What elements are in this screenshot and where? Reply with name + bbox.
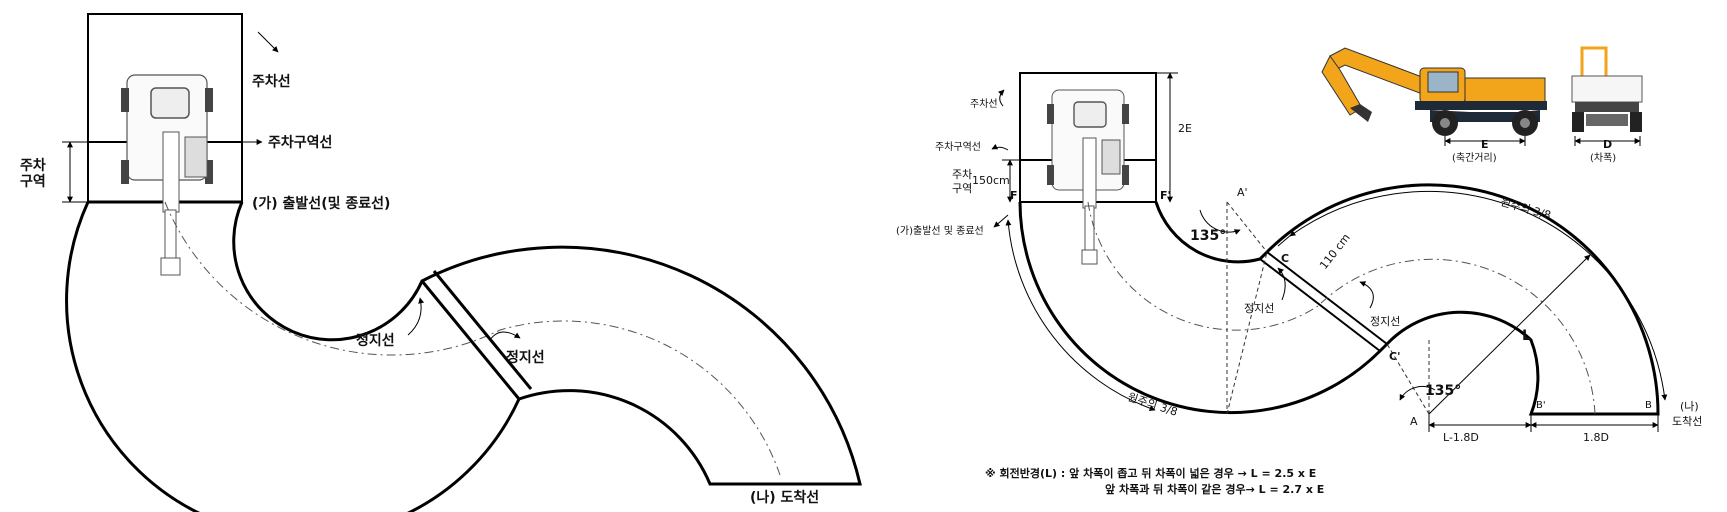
right-point-f-prime: F' (1160, 189, 1171, 202)
left-stop-line-label-2: 정지선 (506, 349, 545, 366)
right-radius-label: L (1522, 328, 1531, 344)
right-stop-line-label-2: 정지선 (1370, 315, 1400, 328)
right-stop-arrow-2 (1359, 281, 1374, 309)
left-course-diagram: 주차선 주차구역선 주차 구역 (가) 출발선(및 종료선) 정지선 정지선 (… (20, 13, 862, 512)
right-dim-1-8d-label: 1.8D (1583, 431, 1609, 444)
right-point-b: B (1645, 400, 1652, 411)
right-point-a: A (1410, 415, 1418, 428)
right-arc-upper-label: 원주의 3/8 (1499, 195, 1552, 222)
right-angle-bottom-label: 135° (1425, 383, 1461, 399)
right-gap-width-label: 110 cm (1317, 231, 1353, 272)
track-width-letter: D (1603, 138, 1612, 151)
right-arc-lower-dimension (1005, 219, 1156, 412)
right-angle-top-arc (1199, 209, 1241, 235)
right-finish-line-label-2: 도착선 (1672, 415, 1702, 428)
left-stop-line-label-1: 정지선 (356, 332, 395, 349)
right-stop-line-label-1: 정지선 (1244, 302, 1274, 315)
right-course-track (1018, 183, 1660, 416)
right-parking-line-label: 주차선 (970, 98, 998, 110)
right-excavator-topview (1047, 89, 1129, 265)
turning-radius-note-2: 앞 차폭과 뒤 차폭이 같은 경우→ L = 2.7 x E (1105, 482, 1324, 496)
left-stop-arrow-2 (489, 331, 521, 341)
right-point-c: C (1281, 252, 1289, 265)
right-start-line-label: (가)출발선 및 종료선 (896, 225, 984, 237)
left-excavator-topview (121, 74, 213, 276)
turning-radius-note-1: ※ 회전반경(L) : 앞 차폭이 좁고 뒤 차폭이 넓은 경우 → L = 2… (985, 466, 1316, 480)
left-stop-line-b (432, 270, 533, 390)
left-center-dashline (164, 201, 781, 476)
axle-distance-letter: E (1481, 138, 1489, 151)
excavator-side-view (1321, 47, 1547, 146)
left-stop-arrow-1 (407, 297, 425, 336)
left-course-track (65, 201, 862, 512)
right-2e-label: 2E (1178, 122, 1192, 135)
left-zone-label-1: 주차 (20, 158, 46, 174)
left-zone-label-2: 구역 (20, 173, 46, 190)
right-parking-zone-line-label: 주차구역선 (935, 141, 981, 153)
right-parking-line-arrow (998, 89, 1005, 107)
left-stop-line-a (420, 280, 521, 400)
right-stop-arrow-1 (1277, 267, 1286, 301)
track-width-label: (차폭) (1590, 152, 1616, 164)
excavator-front-view (1571, 46, 1643, 146)
right-finish-line-label-1: (나) (1680, 400, 1699, 413)
right-zone-line-arrow (991, 143, 1009, 151)
right-zone-label-2: 구역 (952, 182, 972, 195)
right-point-a-prime: A' (1237, 186, 1248, 199)
right-start-line-arrow (993, 214, 1009, 228)
right-point-f: F (1010, 189, 1018, 202)
right-arc-upper-dimension (1289, 190, 1668, 401)
axle-distance-label: (축간거리) (1452, 152, 1497, 164)
left-parking-line-arrow (257, 31, 279, 53)
right-course-diagram: 주차선 주차구역선 주차 구역 150cm (가)출발선 및 종료선 F F' … (896, 72, 1702, 496)
right-angle-top-label: 135° (1190, 228, 1226, 244)
left-finish-line-label: (나) 도착선 (750, 489, 819, 506)
right-point-c-prime: C' (1389, 350, 1400, 363)
right-stop-line-b (1259, 258, 1381, 352)
right-arc-lower-label: 원주의 3/8 (1126, 390, 1179, 418)
left-start-line-label: (가) 출발선(및 종료선) (252, 195, 390, 212)
right-dim-l-minus-label: L-1.8D (1443, 431, 1479, 444)
left-parking-zone-line-label: 주차구역선 (268, 134, 332, 151)
right-zone-depth-label: 150cm (972, 174, 1010, 187)
right-zone-label-1: 주차 (952, 168, 972, 181)
right-point-b-prime: B' (1536, 400, 1546, 411)
left-parking-line-label: 주차선 (252, 74, 291, 90)
